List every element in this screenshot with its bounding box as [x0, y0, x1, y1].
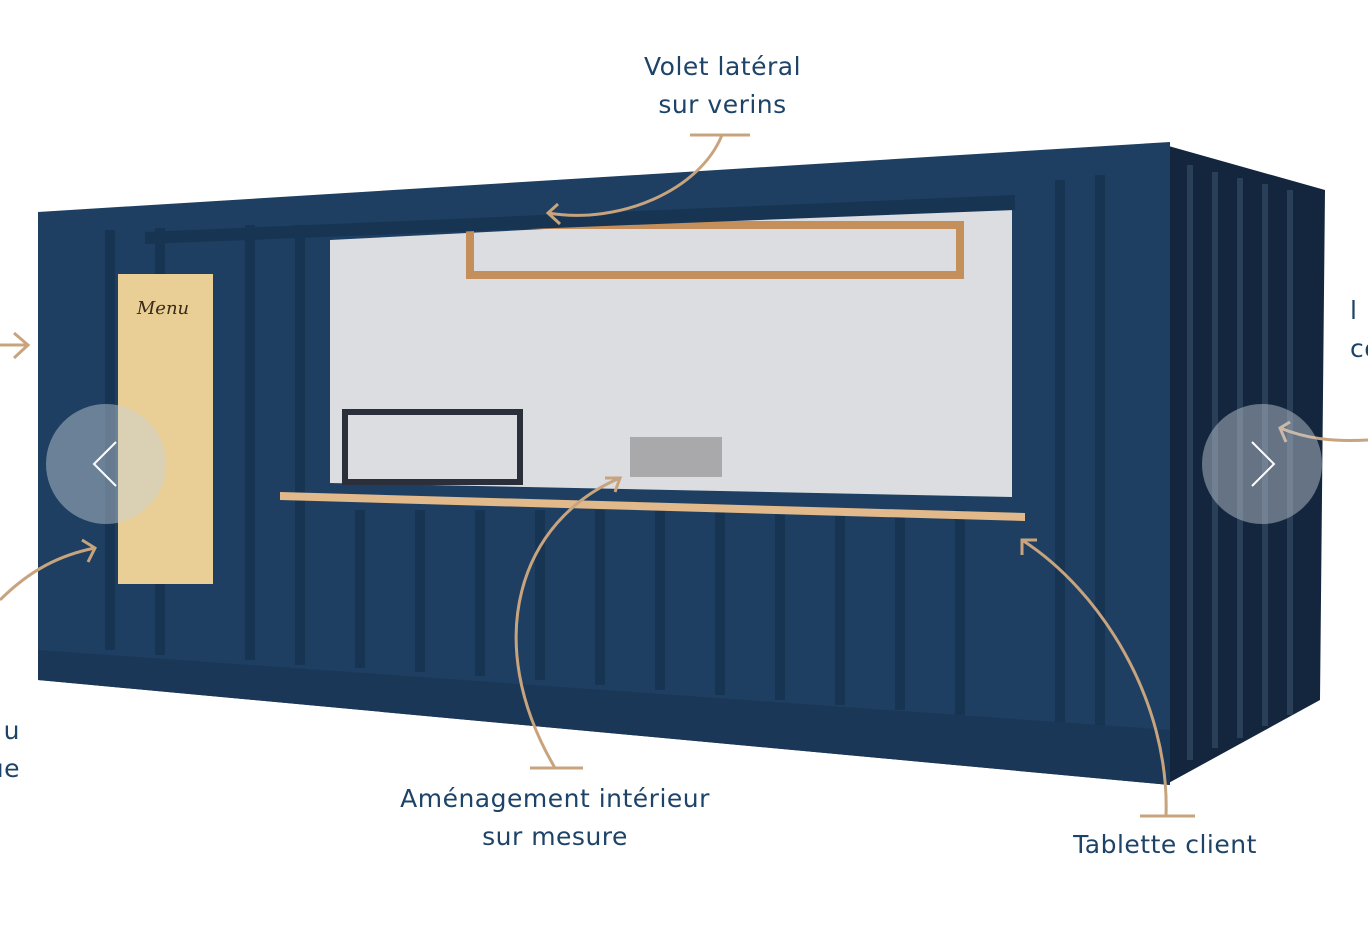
- annotation-line: co: [1350, 334, 1368, 363]
- chevron-right-icon: [1251, 441, 1276, 487]
- carousel-next-button[interactable]: [1202, 404, 1322, 524]
- annotation-line: Tablette client: [1073, 830, 1257, 859]
- carousel-prev-button[interactable]: [46, 404, 166, 524]
- annotation-arrows: [0, 133, 1368, 818]
- chevron-left-icon: [92, 441, 117, 487]
- menu-board-text: Menu: [136, 298, 189, 319]
- annotation-left-partial: u ue: [0, 712, 20, 788]
- annotation-line: sur mesure: [482, 822, 628, 851]
- annotation-line: Volet latéral: [643, 52, 802, 81]
- annotation-line: l: [1350, 296, 1358, 325]
- annotation-tablette: Tablette client: [1050, 826, 1280, 864]
- annotation-right-partial: l co: [1350, 292, 1368, 368]
- annotation-volet: Volet latéral sur verins: [600, 48, 845, 124]
- annotation-line: sur verins: [658, 90, 787, 119]
- annotation-line: Aménagement intérieur: [400, 784, 710, 813]
- annotation-amenagement: Aménagement intérieur sur mesure: [370, 780, 740, 856]
- annotation-line: u: [3, 716, 20, 745]
- annotation-line: ue: [0, 754, 20, 783]
